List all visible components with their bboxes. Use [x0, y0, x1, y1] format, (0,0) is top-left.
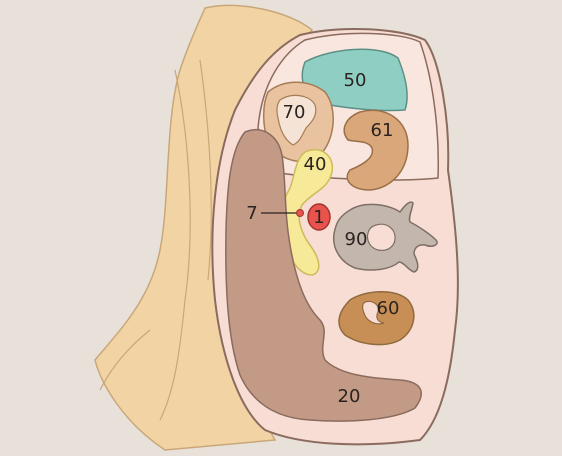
- marker-7: [297, 210, 304, 217]
- label-7: 7: [246, 203, 257, 224]
- label-40: 40: [304, 154, 327, 175]
- label-50: 50: [344, 70, 367, 91]
- label-60: 60: [377, 298, 400, 319]
- label-1: 1: [313, 207, 324, 228]
- region-90-inner: [367, 224, 395, 250]
- label-70: 70: [283, 102, 306, 123]
- label-90: 90: [345, 229, 368, 250]
- label-20: 20: [338, 386, 361, 407]
- label-61: 61: [371, 120, 394, 141]
